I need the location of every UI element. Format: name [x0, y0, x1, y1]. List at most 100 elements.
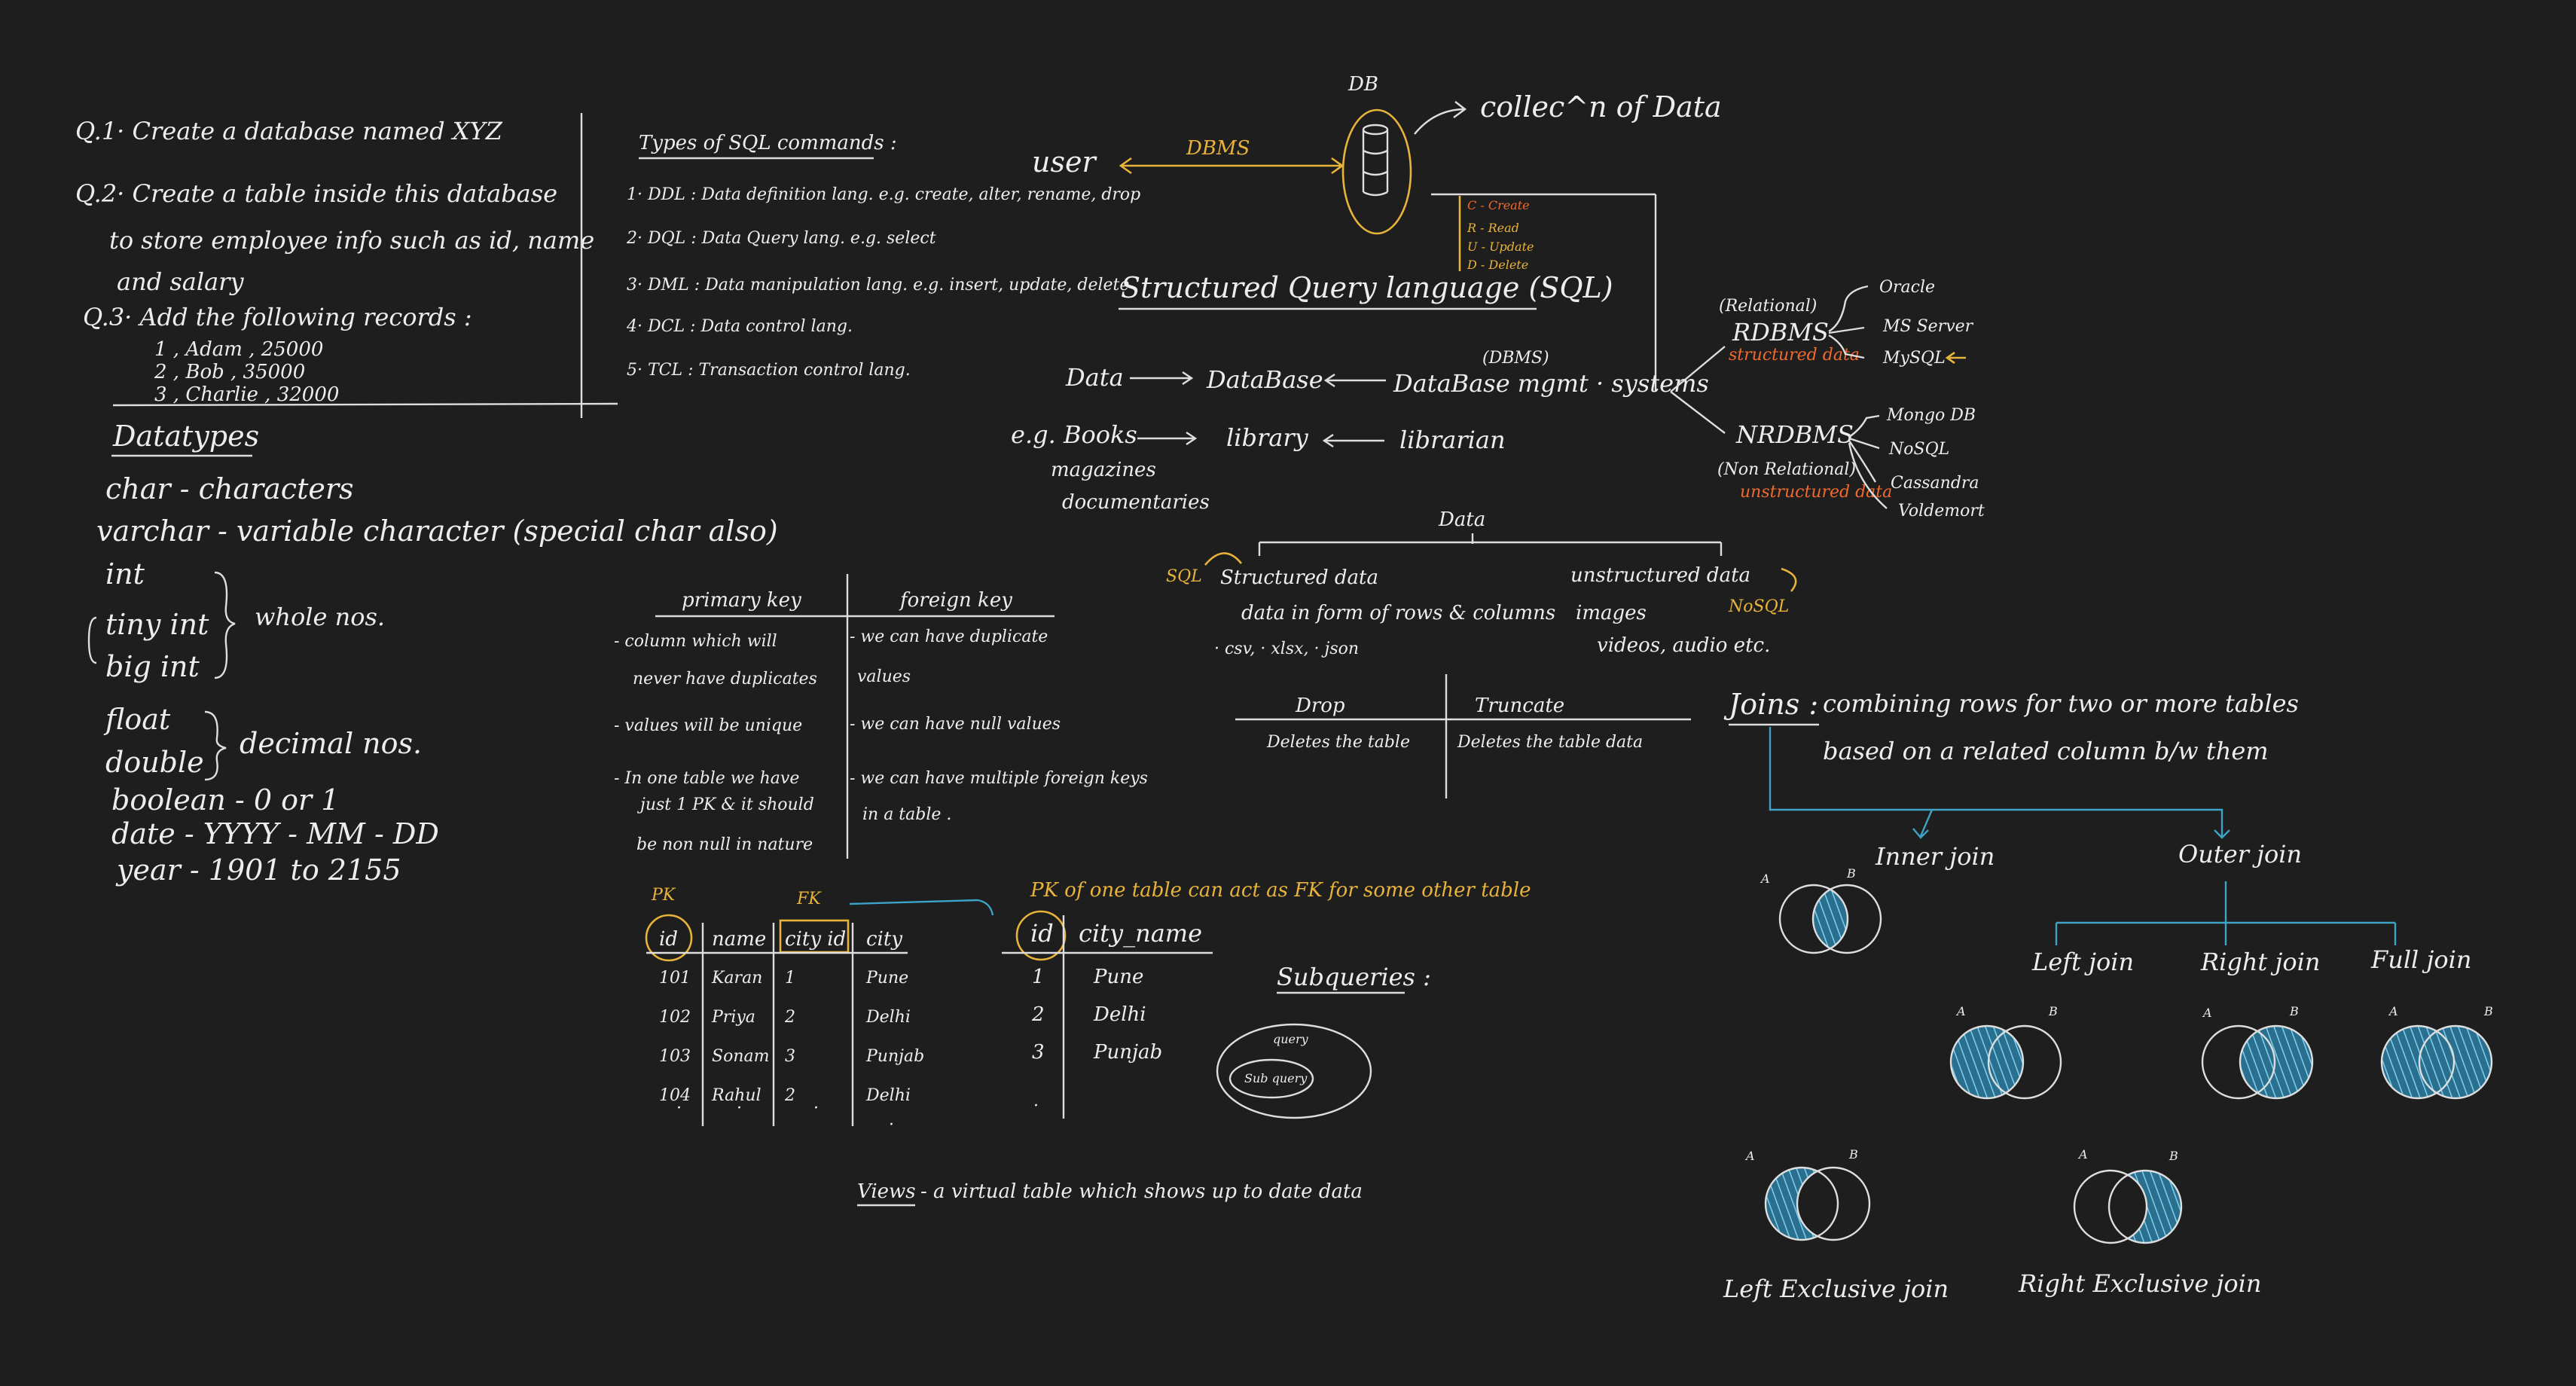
- tables-section: PK FK PK of one table can act as FK for …: [645, 879, 1531, 1134]
- svg-text:·: ·: [676, 1099, 682, 1118]
- structured-file-types: · csv, · xlsx, · json: [1214, 640, 1359, 658]
- table-1-cell: 101: [659, 969, 691, 988]
- pk-line-4: - In one table we have: [614, 769, 799, 788]
- joins-title: Joins :: [1723, 688, 1818, 721]
- unstructured-videos: videos, audio etc.: [1597, 634, 1770, 657]
- datatype-date: date - YYYY - MM - DD: [111, 817, 439, 850]
- collection-arrow: [1414, 108, 1466, 135]
- pk-line-1: - column which will: [614, 632, 777, 651]
- pk-line-5: just 1 PK & it should: [636, 795, 814, 814]
- table-1-cell: Priya: [711, 1008, 755, 1027]
- sql-command-dql: 2· DQL : Data Query lang. e.g. select: [626, 229, 936, 248]
- right-exclusive-join-venn: A B: [2073, 1147, 2183, 1244]
- subquery-label: Sub query: [1244, 1071, 1308, 1085]
- nosql-tag: NoSQL: [1728, 597, 1789, 616]
- question-2: Q.2· Create a table inside this database: [75, 179, 557, 208]
- table-1-header-cell: name: [712, 928, 766, 951]
- sql-command-dcl: 4· DCL : Data control lang.: [626, 317, 853, 336]
- left-join-label: Left join: [2031, 948, 2134, 976]
- unstructured-data-label: unstructured data: [1740, 483, 1892, 502]
- questions-section: Q.1· Create a database named XYZ Q.2· Cr…: [75, 113, 618, 418]
- svg-text:A: A: [2202, 1006, 2212, 1020]
- crud-delete: D - Delete: [1467, 258, 1528, 272]
- right-exclusive-join-label: Right Exclusive join: [2018, 1269, 2262, 1298]
- example-librarian: librarian: [1399, 426, 1506, 454]
- datatype-decimal: decimal nos.: [240, 727, 422, 760]
- user-label: user: [1032, 145, 1097, 179]
- structured-data-label: structured data: [1729, 346, 1860, 365]
- decimal-brace: [204, 710, 227, 781]
- views-desc: - a virtual table which shows up to date…: [920, 1180, 1363, 1203]
- record-3: 3 , Charlie , 32000: [154, 383, 339, 406]
- fk-line-2: values: [857, 667, 911, 686]
- database-icon: [1362, 124, 1389, 197]
- unstructured-data-heading: unstructured data: [1570, 564, 1750, 587]
- truncate-desc: Deletes the table data: [1457, 733, 1643, 752]
- keys-section: primary key foreign key - column which w…: [614, 574, 1148, 859]
- svg-text:A: A: [1955, 1004, 1966, 1018]
- svg-text:·: ·: [813, 1099, 819, 1118]
- table-1-cell: 2: [784, 1008, 795, 1027]
- right-join-label: Right join: [2200, 948, 2320, 976]
- table-1-cell: 1: [785, 969, 795, 988]
- structured-data-desc: data in form of rows & columns: [1241, 602, 1555, 624]
- svg-text:·: ·: [737, 1099, 742, 1118]
- fk-line-5: in a table .: [862, 805, 951, 824]
- drop-heading: Drop: [1295, 695, 1345, 717]
- table-1-header-cell: city: [866, 928, 902, 951]
- data-types-split: Data SQL Structured data data in form of…: [1166, 508, 1797, 658]
- fk-link-line: [849, 899, 994, 916]
- datatypes-section: Datatypes char - characters varchar - va…: [87, 420, 778, 887]
- primary-key-title: primary key: [682, 589, 801, 612]
- crud-read: R - Read: [1467, 221, 1519, 235]
- rdbms-label: RDBMS: [1732, 318, 1829, 346]
- table-1-header-cell: city id: [785, 928, 846, 951]
- crud-update: U - Update: [1467, 240, 1534, 254]
- joins-desc-1: combining rows for two or more tables: [1823, 689, 2299, 718]
- sql-command-ddl: 1· DDL : Data definition lang. e.g. crea…: [627, 185, 1140, 204]
- rdbms-section: (Relational) RDBMS structured data Oracl…: [1670, 278, 1985, 521]
- datatype-whole: whole nos.: [255, 603, 385, 631]
- subquery-ellipse: [1228, 1058, 1314, 1099]
- rdbms-ms-server: MS Server: [1882, 317, 1974, 336]
- dbms-paren: (DBMS): [1482, 349, 1549, 368]
- joins-tree-line: [1769, 727, 2223, 836]
- relational-label: (Relational): [1719, 297, 1817, 316]
- db-highlight-circle: [1341, 108, 1412, 235]
- whole-brace: [214, 571, 236, 679]
- fk-line-1: - we can have duplicate: [850, 627, 1048, 646]
- table-2-cell: 2: [1031, 1003, 1045, 1026]
- foreign-key-title: foreign key: [899, 589, 1012, 612]
- svg-text:B: B: [2048, 1004, 2058, 1018]
- sql-tag: SQL: [1166, 567, 1202, 586]
- db-label: DB: [1348, 73, 1378, 96]
- svg-text:B: B: [2483, 1004, 2493, 1018]
- drop-truncate-section: Drop Truncate Deletes the table Deletes …: [1235, 674, 1691, 798]
- views-title: Views: [857, 1180, 916, 1203]
- table-2-header-cell: id: [1030, 919, 1054, 948]
- t2-pk-highlight: [1015, 910, 1067, 961]
- inner-join-label: Inner join: [1875, 842, 1995, 871]
- table-2-cell: 3: [1032, 1041, 1045, 1064]
- sql-commands-title: Types of SQL commands :: [639, 132, 897, 154]
- database-label: DataBase: [1206, 365, 1323, 394]
- int-bracket: [87, 616, 97, 664]
- svg-text:·: ·: [1033, 1097, 1039, 1116]
- subqueries-section: Subqueries : query Sub query: [1216, 963, 1431, 1119]
- svg-text:B: B: [2289, 1004, 2299, 1018]
- pk-line-2: never have duplicates: [633, 670, 817, 688]
- table-1-cell: 2: [784, 1086, 795, 1105]
- nrdbms-cassandra: Cassandra: [1891, 474, 1979, 493]
- question-2-line-2: to store employee info such as id, name: [109, 226, 594, 255]
- pk-highlight: [645, 914, 693, 962]
- full-join-venn: A B: [2380, 1004, 2493, 1100]
- record-1: 1 , Adam , 25000: [154, 338, 323, 361]
- datatype-year: year - 1901 to 2155: [115, 853, 401, 887]
- svg-text:B: B: [1848, 1147, 1858, 1162]
- table-1-cell: 102: [659, 1008, 691, 1027]
- table-2-cell: Punjab: [1093, 1041, 1162, 1064]
- data-label: Data: [1065, 363, 1124, 392]
- crud-create: C - Create: [1467, 198, 1530, 212]
